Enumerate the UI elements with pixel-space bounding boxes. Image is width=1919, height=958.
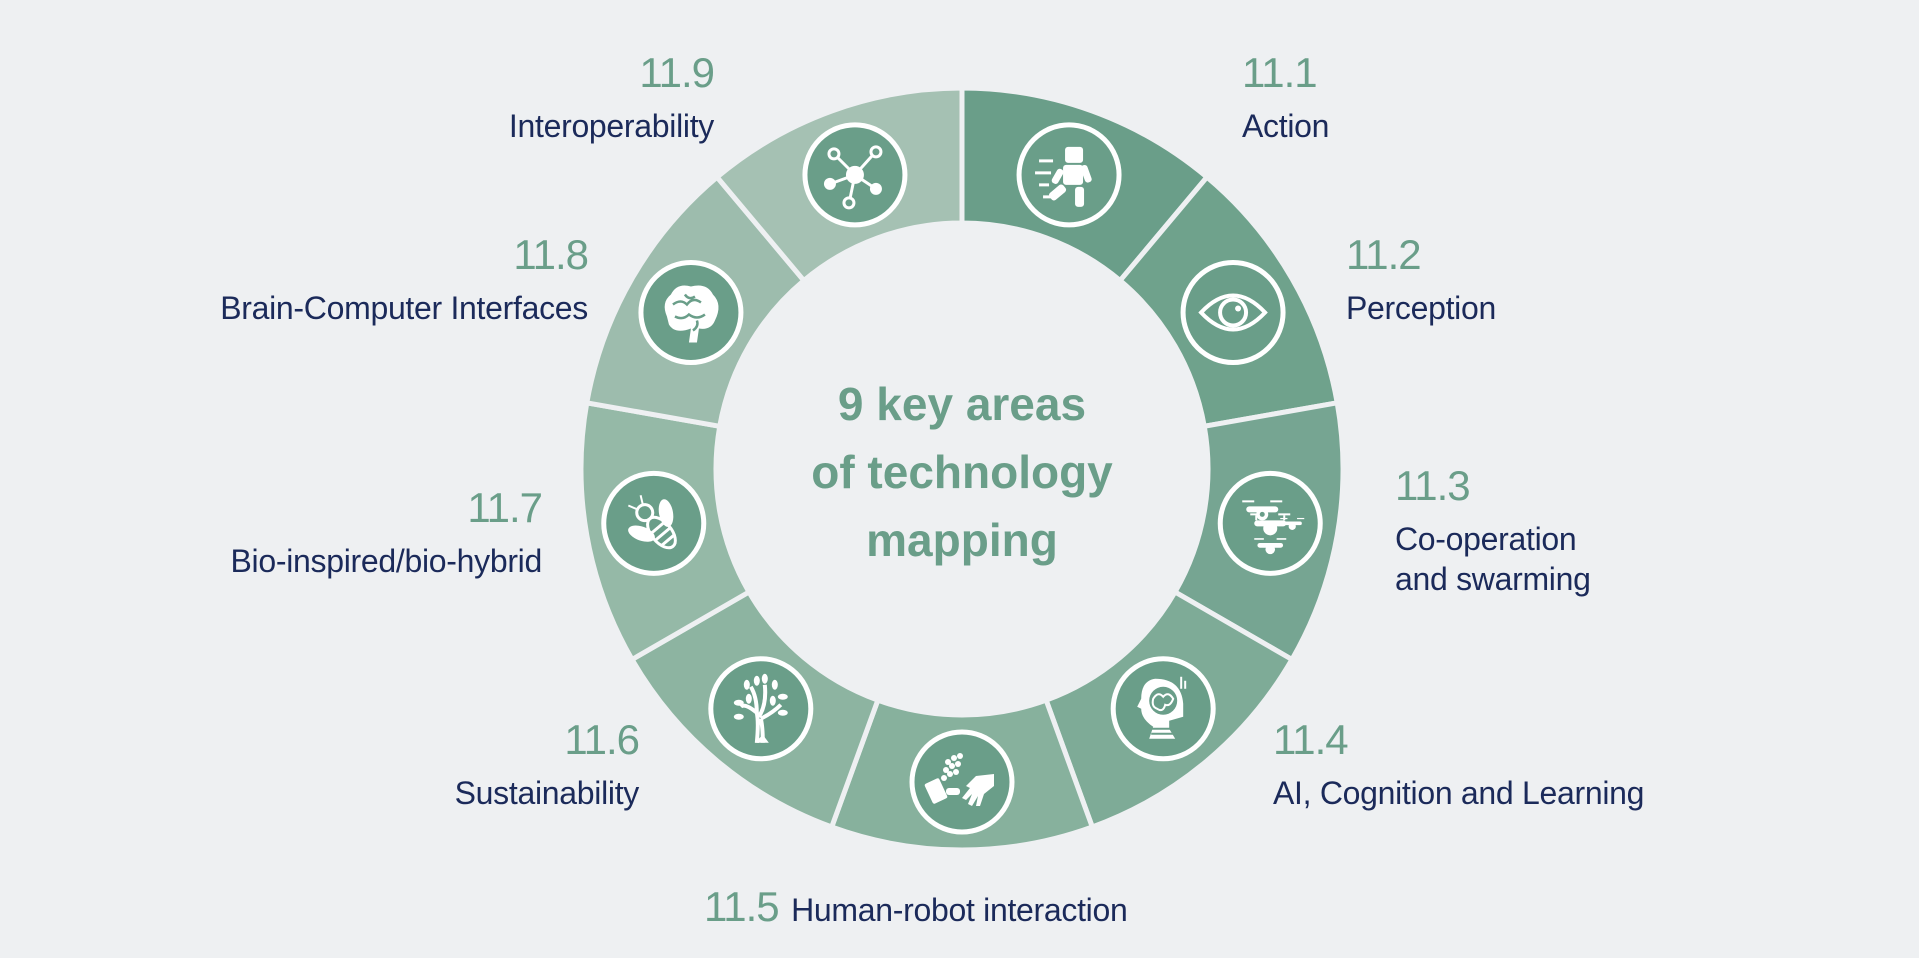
area-title: Co-operation xyxy=(1395,521,1577,557)
area-number: 11.8 xyxy=(513,231,589,278)
bee-icon xyxy=(601,470,707,576)
area-label-11-5: 11.5 Human-robot interaction xyxy=(704,883,1128,930)
area-label-11-1: 11.1 Action xyxy=(1242,52,1329,146)
area-title: Brain-Computer Interfaces xyxy=(220,290,588,326)
area-label-11-9: 11.9 Interoperability xyxy=(508,49,715,146)
area-number: 11.1 xyxy=(1242,49,1318,96)
area-title: Sustainability xyxy=(454,775,640,811)
area-title: Bio-inspired/bio-hybrid xyxy=(230,543,543,579)
center-title-line: of technology xyxy=(811,446,1113,498)
drones-icon xyxy=(1217,470,1323,576)
area-title: and swarming xyxy=(1395,561,1591,597)
network-icon xyxy=(802,122,908,228)
area-label-11-2: 11.2 Perception xyxy=(1346,234,1496,328)
handshake-icon xyxy=(909,729,1015,835)
area-label-11-3: 11.3 Co-operation and swarming xyxy=(1395,465,1591,599)
area-title: Perception xyxy=(1346,290,1496,326)
area-label-11-4: 11.4 AI, Cognition and Learning xyxy=(1273,719,1644,813)
area-number: 11.3 xyxy=(1395,462,1471,509)
area-number: 11.6 xyxy=(564,716,640,763)
tree-icon xyxy=(708,656,814,762)
eye-icon xyxy=(1180,260,1286,365)
area-title: AI, Cognition and Learning xyxy=(1273,775,1645,811)
robot-head-brain-icon xyxy=(1110,656,1216,762)
area-number: 11.2 xyxy=(1346,231,1422,278)
area-label-11-6: 11.6 Sustainability xyxy=(454,716,640,813)
area-number: 11.4 xyxy=(1273,716,1349,763)
area-number: 11.7 xyxy=(467,484,543,531)
area-number: 11.9 xyxy=(639,49,715,96)
running-robot-icon xyxy=(1016,122,1122,228)
area-title: Human-robot interaction xyxy=(791,892,1128,928)
area-label-11-8: 11.8 Brain-Computer Interfaces xyxy=(220,231,589,328)
area-title: Interoperability xyxy=(508,108,714,144)
brain-icon xyxy=(638,260,744,365)
area-label-11-7: 11.7 Bio-inspired/bio-hybrid xyxy=(230,484,543,581)
area-number: 11.5 xyxy=(704,883,780,930)
center-title: 9 key areas of technology mapping xyxy=(762,370,1162,574)
area-title: Action xyxy=(1242,108,1330,144)
center-title-line: mapping xyxy=(866,514,1058,566)
center-title-line: 9 key areas xyxy=(837,378,1087,430)
